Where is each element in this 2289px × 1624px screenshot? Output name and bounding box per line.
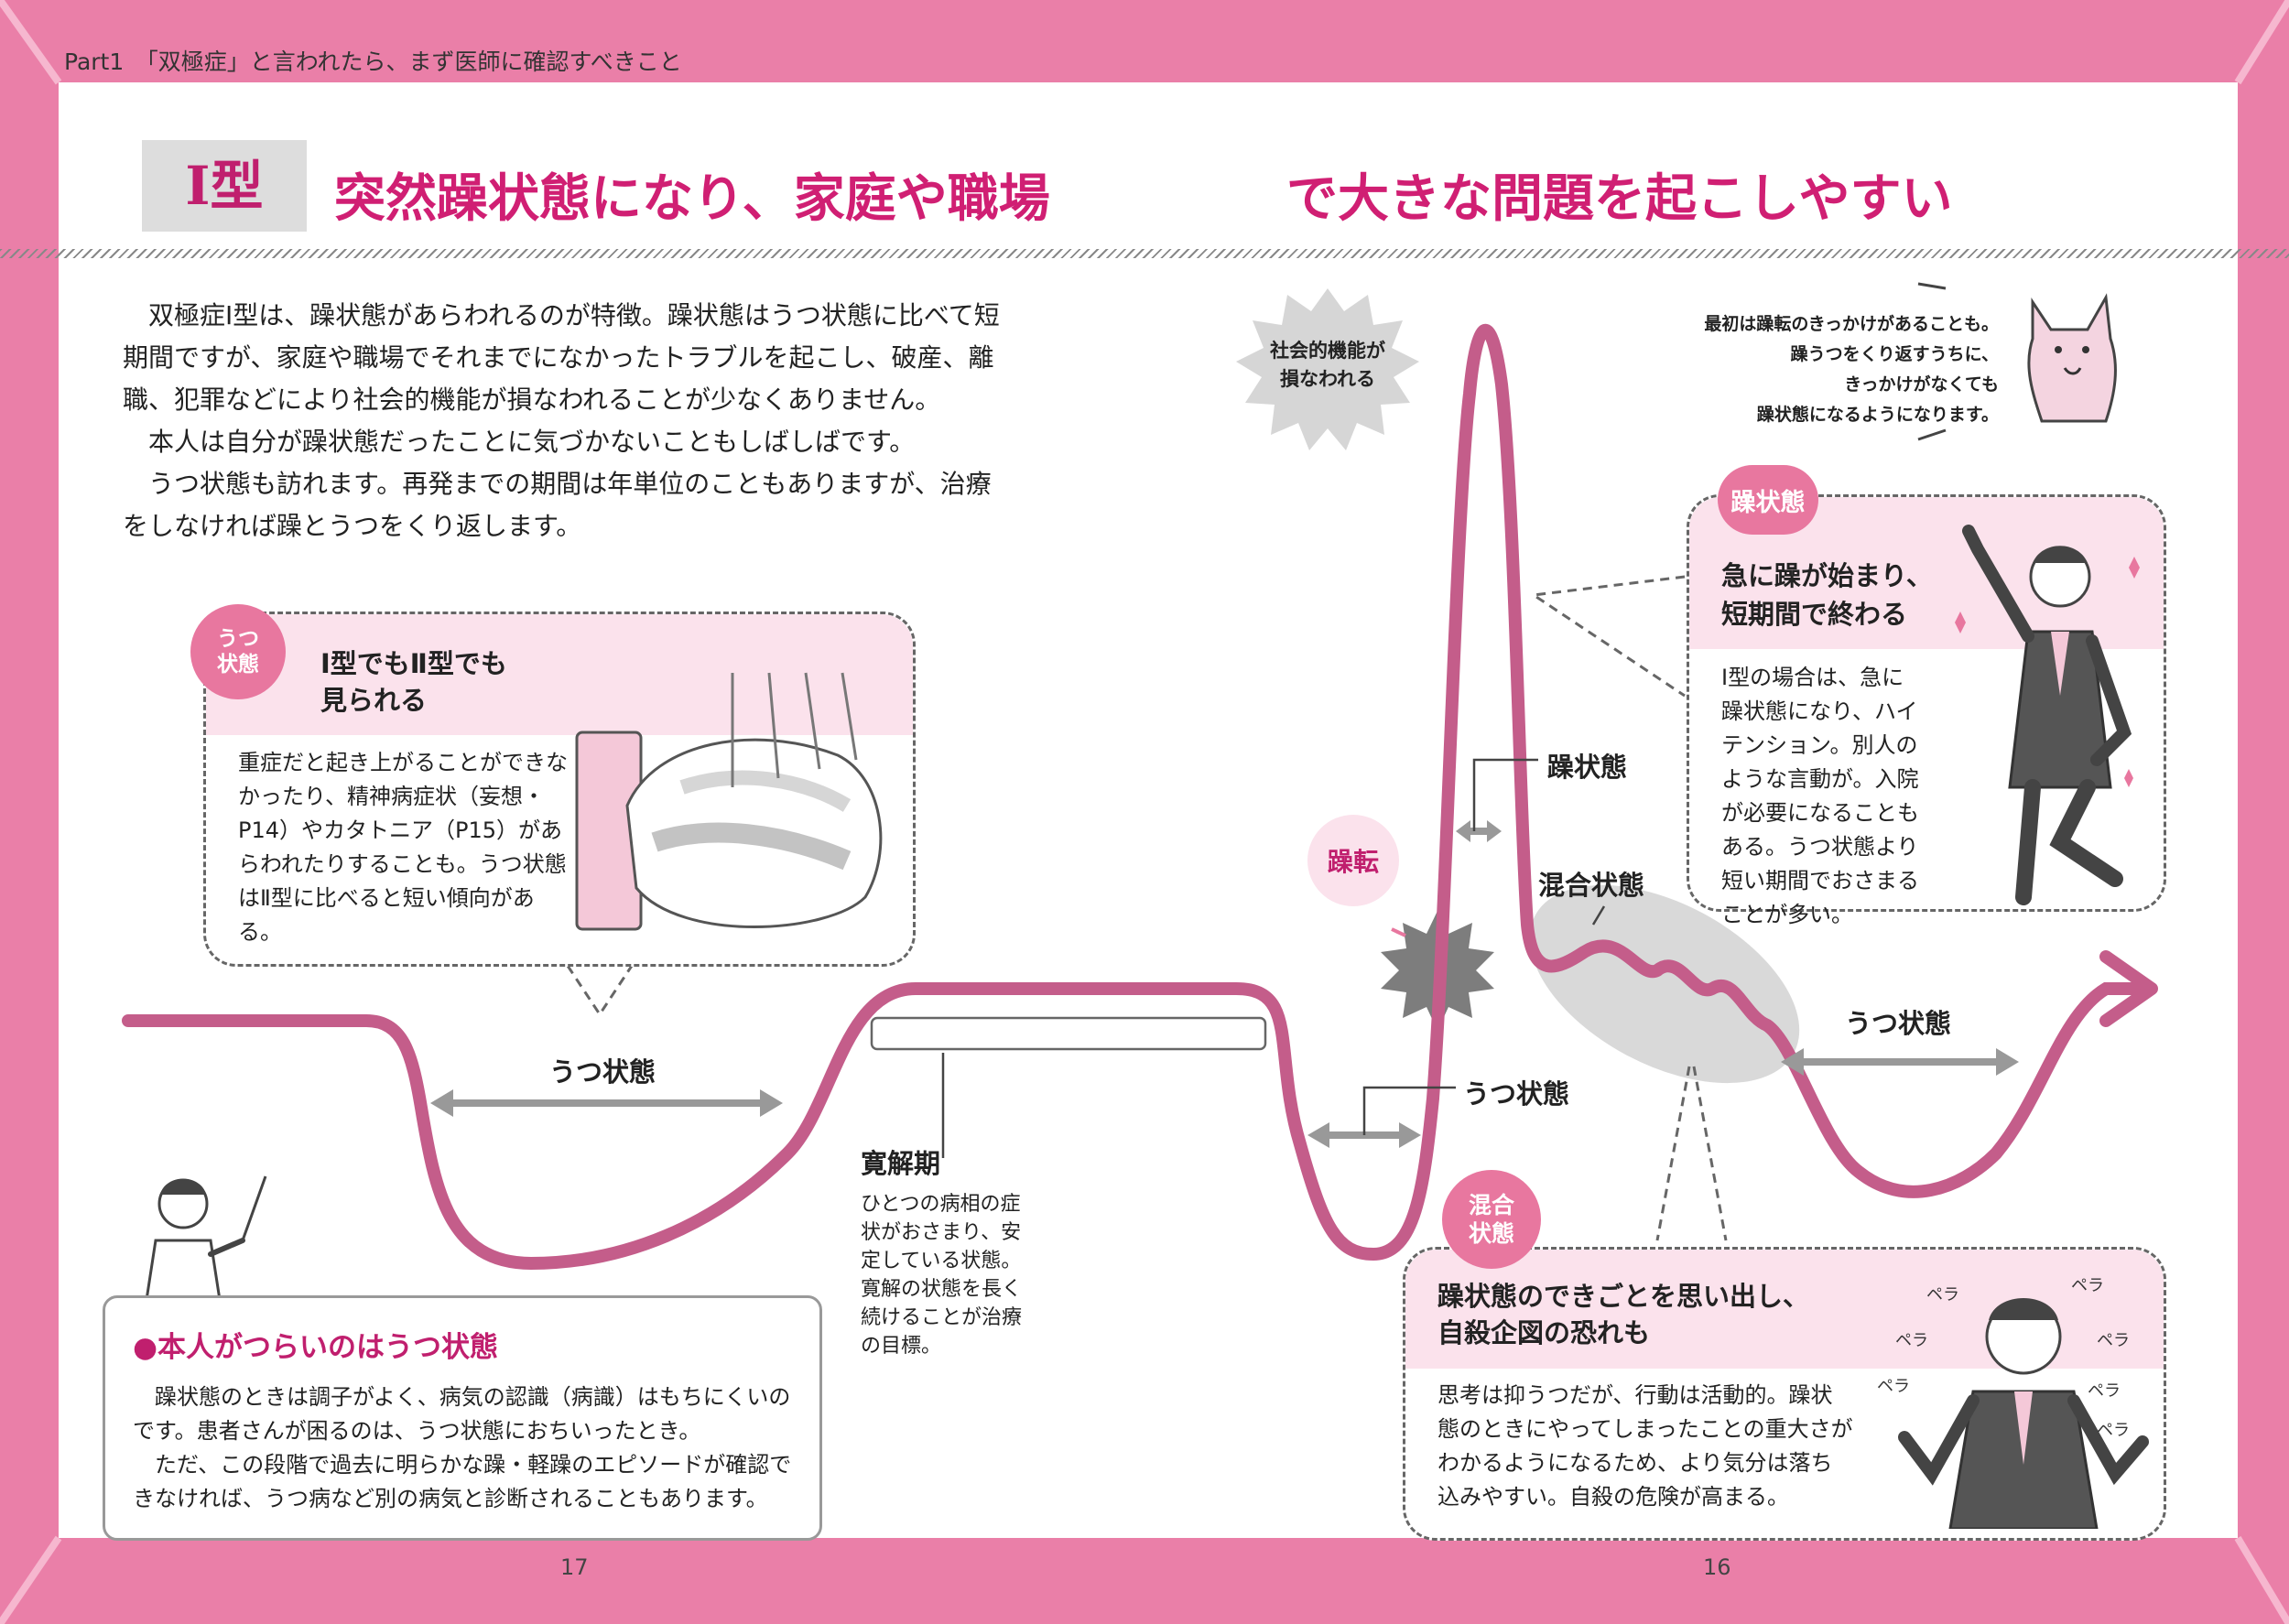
note-paragraph: ただ、この段階で過去に明らかな躁・軽躁のエピソードが確認できなければ、うつ病など… — [133, 1452, 792, 1511]
label-mania: 躁状態 — [1547, 752, 1628, 783]
remission-description: ひとつの病相の症状がおさまり、安定している状態。寛解の状態を長く続けることが治療… — [861, 1193, 1023, 1358]
social-function-burst — [1236, 288, 1419, 450]
title-right: で大きな問題を起こしやすい — [1286, 169, 1953, 229]
running-header: Part1 「双極症」と言われたら、まず医師に確認すべきこと — [64, 49, 682, 75]
note-box: ●本人がつらいのはうつ状態 躁状態のときは調子がよく、病気の認識（病識）はもちに… — [103, 1295, 822, 1541]
doctor-illustration — [145, 1175, 267, 1300]
depression-circle: うつ 状態 — [190, 604, 286, 699]
dog-illustration — [2027, 293, 2117, 423]
mixed-heading: 躁状態のできごとを思い出し、 自殺企図の恐れも — [1437, 1281, 1810, 1348]
mania-heading: 急に躁が始まり、 短期間で終わる — [1721, 560, 1933, 630]
switch-circle: 躁転 — [1307, 815, 1399, 906]
hatch-divider — [0, 249, 2289, 258]
title-left: 突然躁状態になり、家庭や職場 — [334, 169, 1050, 229]
intro-paragraph: 本人は自分が躁状態だったことに気づかないこともしばしばです。 — [148, 427, 916, 457]
speech-marks — [1917, 282, 1947, 441]
page-number-left: 17 — [560, 1554, 589, 1580]
page-number-right: 16 — [1703, 1554, 1731, 1580]
dog-note: 最初は躁転のきっかけがあることも。 躁うつをくり返すうちに、 きっかけがなくても… — [1704, 314, 1999, 425]
label-depression-3: うつ状態 — [1845, 1008, 1952, 1039]
leader-lines — [870, 758, 1606, 1158]
depression-body: 重症だと起き上がることができなかったり、精神病症状（妄想・P14）やカタトニア（… — [238, 750, 568, 945]
pera-text: ペラ — [1895, 1331, 1928, 1350]
pera-text: ペラ — [2088, 1381, 2121, 1401]
depression-callout-head — [206, 614, 913, 735]
bed-illustration — [575, 672, 883, 931]
social-function-text: 社会的機能が 損なわれる — [1270, 340, 1385, 390]
mixed-circle: 混合 状態 — [1442, 1170, 1541, 1269]
anxious-man-illustration — [1898, 1298, 2149, 1529]
mania-body: Ⅰ型の場合は、急に躁状態になり、ハイテンション。別人のような言動が。入院が必要に… — [1721, 665, 1919, 927]
pera-text: ペラ — [1877, 1377, 1910, 1396]
pera-text: ペラ — [1926, 1285, 1959, 1305]
curve-arrowhead — [2099, 950, 2158, 1027]
mixed-state-ellipse — [1529, 884, 1800, 1084]
label-depression-1: うつ状態 — [549, 1056, 656, 1088]
note-paragraph: 躁状態のときは調子がよく、病気の認識（病識）はもちにくいのです。患者さんが困るの… — [133, 1384, 791, 1444]
type-badge: Ⅰ型 — [142, 140, 307, 232]
depression-heading: Ⅰ型でもⅡ型でも 見られる — [320, 648, 507, 716]
label-depression-2: うつ状態 — [1463, 1078, 1570, 1110]
note-title: ●本人がつらいのはうつ状態 — [133, 1331, 499, 1364]
mixed-body: 思考は抑うつだが、行動は活動的。躁状態のときにやってしまったことの重大さがわかる… — [1437, 1382, 1853, 1510]
intro-text: 双極症Ⅰ型は、躁状態があらわれるのが特徴。躁状態はうつ状態に比べて短期間ですが、… — [123, 295, 1002, 547]
mania-circle: 躁状態 — [1718, 465, 1818, 535]
intro-paragraph: うつ状態も訪れます。再発までの期間は年単位のこともありますが、治療をしなければ躁… — [123, 469, 992, 541]
label-mixed: 混合状態 — [1538, 870, 1645, 901]
pera-text: ペラ — [2071, 1276, 2104, 1295]
intro-paragraph: 双極症Ⅰ型は、躁状態があらわれるのが特徴。躁状態はうつ状態に比べて短期間ですが、… — [123, 300, 1000, 415]
label-remission: 寛解期 — [861, 1148, 941, 1179]
callout-tails — [566, 575, 1728, 1241]
pera-text: ペラ — [2097, 1331, 2130, 1350]
note-body: 躁状態のときは調子がよく、病気の認識（病識）はもちにくいのです。患者さんが困るの… — [133, 1380, 792, 1516]
pera-text: ペラ — [2097, 1421, 2130, 1440]
excited-man-illustration — [1955, 525, 2140, 905]
mood-curve — [122, 323, 2149, 1271]
